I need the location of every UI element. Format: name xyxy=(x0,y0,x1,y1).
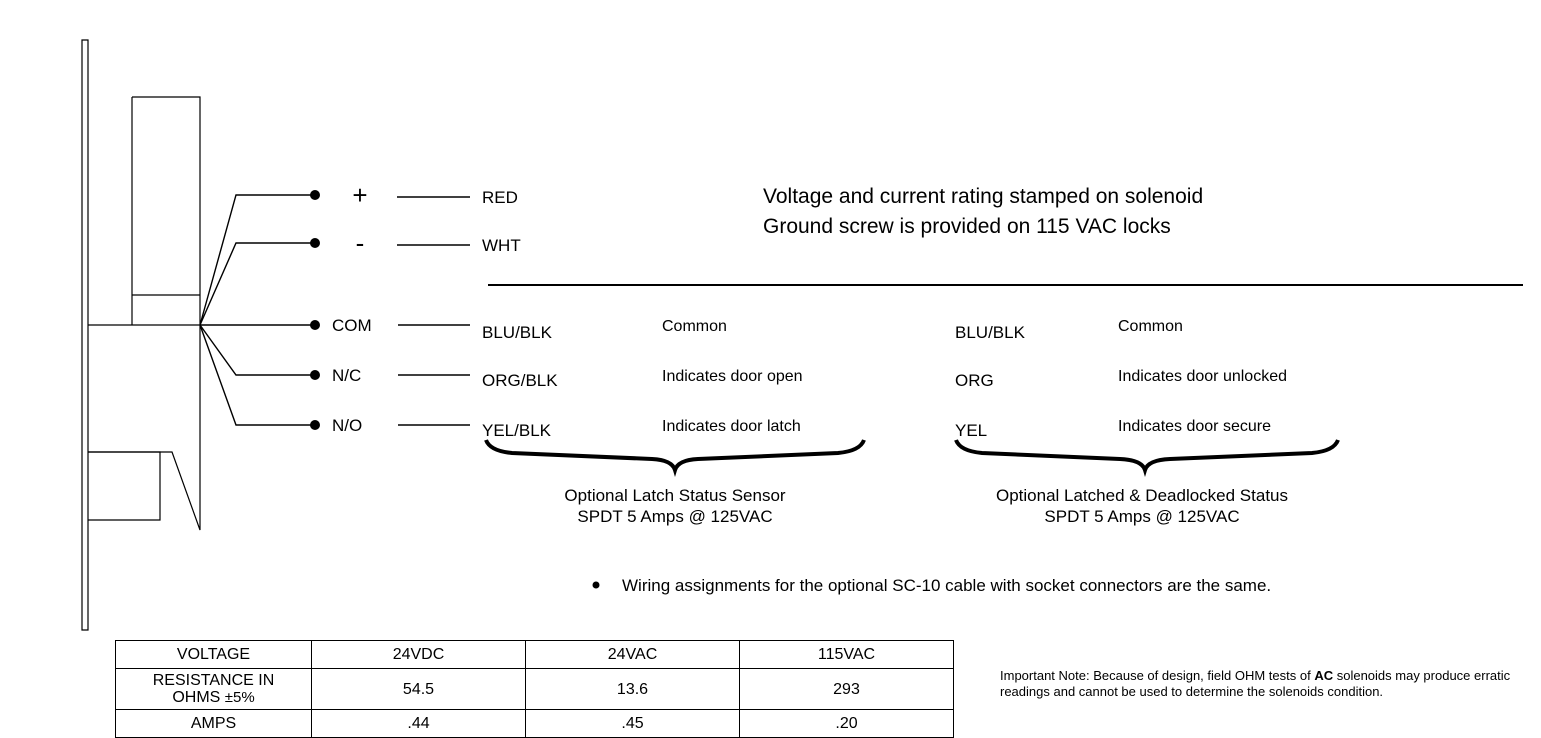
terminal-no-label: N/O xyxy=(332,416,362,435)
alt-wire-no: YEL xyxy=(955,421,987,440)
latch-sensor-brace xyxy=(484,439,866,477)
bullet-icon xyxy=(592,581,600,589)
terminal-no-dot xyxy=(310,420,320,430)
amps-24vac: .45 xyxy=(525,709,740,738)
important-note-bold: AC xyxy=(1314,668,1334,683)
terminal-plus-dot xyxy=(310,190,320,200)
rating-note: Voltage and current rating stamped on so… xyxy=(763,185,1203,208)
lock-body-outline xyxy=(81,39,201,631)
amps-24vdc: .44 xyxy=(311,709,526,738)
terminal-plus-label: + xyxy=(352,180,367,210)
resistance-24vac: 13.6 xyxy=(525,668,740,710)
deadlock-sensor-spec: SPDT 5 Amps @ 125VAC xyxy=(1044,507,1239,526)
wire-color-nc: ORG/BLK xyxy=(482,371,558,390)
resistance-row: RESISTANCE IN OHMS ±5% 54.5 13.6 293 xyxy=(115,668,954,710)
voltage-24vac: 24VAC xyxy=(525,640,740,669)
alt-wire-com: BLU/BLK xyxy=(955,323,1026,342)
terminal-nc-dot xyxy=(310,370,320,380)
alt-function-no: Indicates door secure xyxy=(1118,418,1271,435)
important-note-prefix: Important Note: Because of design, field… xyxy=(1000,668,1315,683)
amps-label: AMPS xyxy=(115,709,312,738)
function-nc: Indicates door open xyxy=(662,368,803,385)
resistance-label-line2: OHMS xyxy=(172,689,221,706)
voltage-24vdc: 24VDC xyxy=(311,640,526,669)
alt-wire-nc: ORG xyxy=(955,371,994,390)
wiring-note: Wiring assignments for the optional SC-1… xyxy=(622,576,1271,595)
terminal-minus-label: - xyxy=(356,228,365,258)
latch-sensor-spec: SPDT 5 Amps @ 125VAC xyxy=(577,507,772,526)
voltage-label: VOLTAGE xyxy=(115,640,312,669)
terminal-minus-dot xyxy=(310,238,320,248)
ground-note: Ground screw is provided on 115 VAC lock… xyxy=(763,215,1171,238)
wire-color-no: YEL/BLK xyxy=(482,421,552,440)
deadlock-sensor-brace xyxy=(954,439,1340,477)
terminal-com-label: COM xyxy=(332,316,372,335)
important-note-suffix: solenoids may produce erratic readings a… xyxy=(1000,668,1511,699)
important-note: Important Note: Because of design, field… xyxy=(1000,668,1541,700)
terminal-dots xyxy=(310,190,320,430)
terminal-com-dot xyxy=(310,320,320,330)
alt-function-nc: Indicates door unlocked xyxy=(1118,368,1287,385)
solenoid-spec-table: VOLTAGE 24VDC 24VAC 115VAC RESISTANCE IN… xyxy=(115,640,954,738)
voltage-row: VOLTAGE 24VDC 24VAC 115VAC xyxy=(115,640,954,669)
amps-row: AMPS .44 .45 .20 xyxy=(115,709,954,738)
voltage-115vac: 115VAC xyxy=(739,640,954,669)
resistance-label-line1: RESISTANCE IN xyxy=(152,672,275,689)
amps-115vac: .20 xyxy=(739,709,954,738)
latch-sensor-title: Optional Latch Status Sensor xyxy=(564,486,785,505)
terminal-nc-label: N/C xyxy=(332,366,361,385)
alt-function-com: Common xyxy=(1118,318,1183,335)
function-com: Common xyxy=(662,318,727,335)
wire-color-red: RED xyxy=(482,188,518,207)
connector-dashes xyxy=(397,196,470,426)
resistance-24vdc: 54.5 xyxy=(311,668,526,710)
resistance-tolerance: ±5% xyxy=(224,689,255,706)
wire-color-wht: WHT xyxy=(482,236,521,255)
resistance-115vac: 293 xyxy=(739,668,954,710)
resistance-label: RESISTANCE IN OHMS ±5% xyxy=(115,668,312,710)
deadlock-sensor-title: Optional Latched & Deadlocked Status xyxy=(996,486,1288,505)
lead-wires xyxy=(199,194,315,426)
wire-color-com: BLU/BLK xyxy=(482,323,553,342)
function-no: Indicates door latch xyxy=(662,418,801,435)
